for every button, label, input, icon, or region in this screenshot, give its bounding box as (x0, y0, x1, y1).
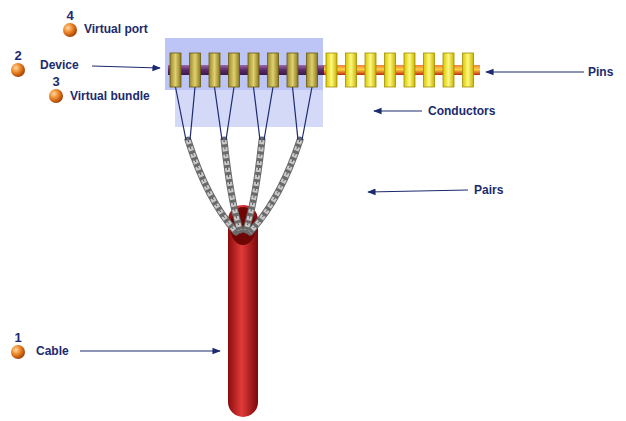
callout-number: 1 (14, 331, 21, 345)
callout-balls (11, 23, 77, 359)
cable (228, 205, 258, 417)
conductors (176, 87, 313, 140)
part-label: Pins (588, 65, 613, 79)
pins (170, 53, 474, 87)
callout-number: 4 (66, 9, 73, 23)
leader-arrows (80, 66, 584, 351)
part-label: Virtual port (84, 22, 148, 36)
virtual-bundle-region (175, 90, 323, 127)
part-label: Conductors (428, 104, 495, 118)
part-label: Cable (36, 344, 69, 358)
twisted-pairs (188, 140, 300, 232)
part-label: Pairs (474, 183, 503, 197)
callout-number: 3 (52, 75, 59, 89)
virtual-port-region (165, 38, 323, 90)
part-label: Virtual bundle (70, 89, 150, 103)
part-label: Device (40, 58, 79, 72)
callout-number: 2 (14, 49, 21, 63)
